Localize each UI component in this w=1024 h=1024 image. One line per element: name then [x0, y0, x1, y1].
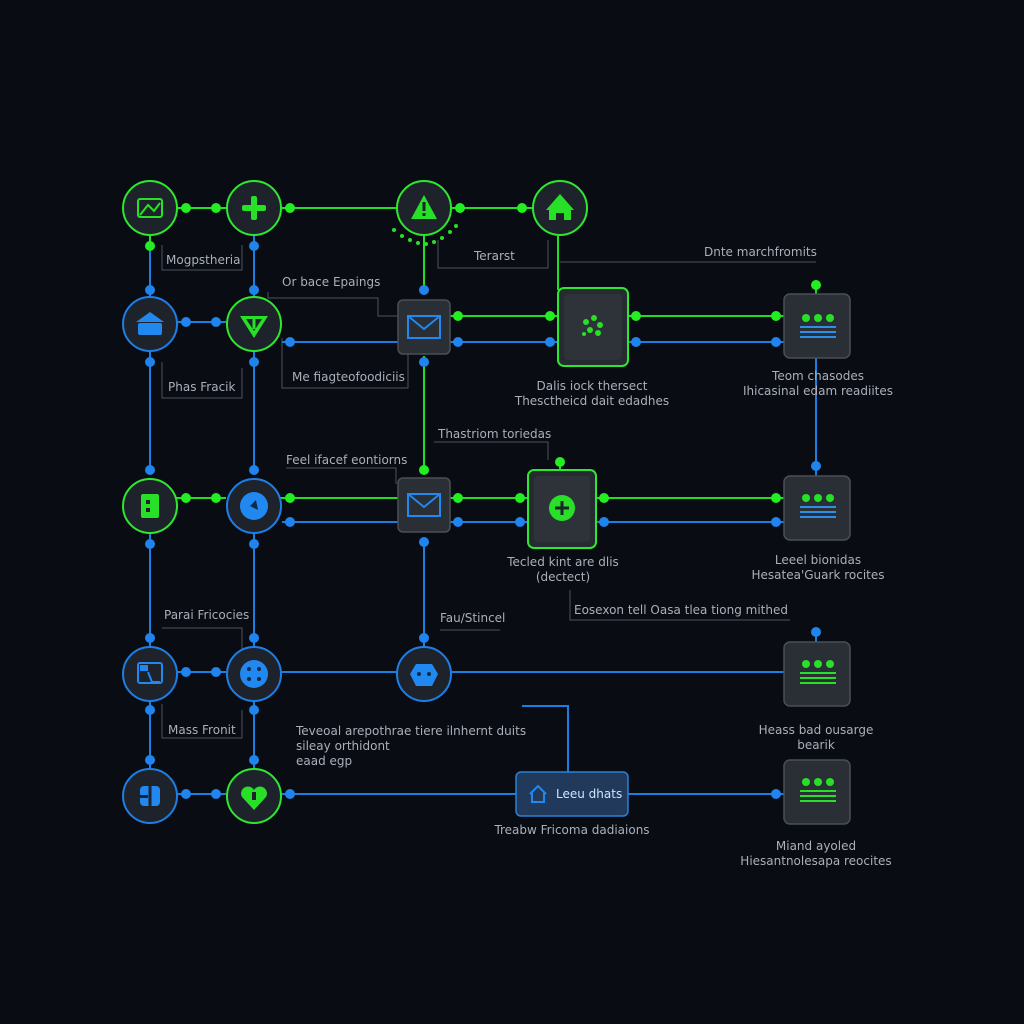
label-eosexon-tell: Eosexon tell Oasa tlea tiong mithed: [574, 603, 788, 617]
leeu-dhats-label: Leeu dhats: [556, 787, 622, 801]
node-mail-2[interactable]: [397, 477, 451, 533]
node-shield[interactable]: [226, 296, 282, 352]
node-grid-dots[interactable]: [226, 646, 282, 702]
label-miand-ayoled: Miand ayoled: [776, 839, 856, 853]
label-beank: bearik: [797, 738, 835, 752]
list-panel-icon: [800, 778, 836, 802]
node-compass[interactable]: [226, 478, 282, 534]
label-hesas-bad: Heass bad ousarge: [759, 723, 874, 737]
node-panel-2[interactable]: [783, 475, 851, 541]
label-thastriom: Thastriom toriedas: [437, 427, 551, 441]
label-ihicasina-edam: Ihicasinal edam readiites: [743, 384, 893, 398]
label-magistheria: Mogpstheria: [166, 253, 241, 267]
label-hesata-guarik: Hesatea'Guark rocites: [752, 568, 885, 582]
label-leed-biondes: Leeel bionidas: [775, 553, 861, 567]
window-icon: [137, 662, 163, 684]
plus-circle-icon: [549, 495, 575, 521]
node-image-alert[interactable]: [122, 180, 178, 236]
bookmark-icon: [140, 786, 160, 806]
label-eaod-egp: eaad egp: [296, 754, 352, 768]
list-panel-icon: [800, 660, 836, 684]
cross-icon: [242, 196, 266, 220]
home-icon: [546, 194, 574, 220]
shield-icon: [240, 316, 268, 338]
label-dectect: (dectect): [536, 570, 590, 584]
node-plus-cross[interactable]: [226, 180, 282, 236]
node-scatter-dots[interactable]: [557, 287, 629, 367]
warning-icon: [411, 195, 437, 219]
label-treabw-fricoma: Treabw Fricoma dadiaions: [493, 823, 649, 837]
label-tecled-kint: Tecled kint are dlis: [506, 555, 619, 569]
compass-icon: [240, 492, 268, 520]
node-inbox[interactable]: [122, 296, 178, 352]
node-heart[interactable]: [226, 768, 282, 824]
envelope-icon: [407, 315, 441, 339]
node-mail-1[interactable]: [397, 299, 451, 355]
label-teveal-arepothrae: Teveoal arepothrae tiere ilnhernt duits: [295, 724, 526, 738]
node-document[interactable]: [122, 478, 178, 534]
envelope-icon: [407, 493, 441, 517]
robot-icon: [410, 664, 438, 686]
landscape-icon: [137, 198, 163, 218]
document-icon: [141, 494, 159, 518]
heart-icon: [241, 786, 267, 810]
inbox-icon: [136, 312, 164, 335]
label-thesche-dais: Thesctheicd dait edadhes: [514, 394, 669, 408]
node-panel-4[interactable]: [783, 759, 851, 825]
label-dnte-marchforms: Dnte marchfromits: [704, 245, 817, 259]
grid-dots-icon: [240, 660, 268, 688]
label-hiesant-nesapa: Hiesantnolesapa reocites: [740, 854, 891, 868]
connector-dots: [145, 203, 821, 799]
node-home[interactable]: [532, 180, 588, 236]
node-window[interactable]: [122, 646, 178, 702]
node-panel-3[interactable]: [783, 641, 851, 707]
label-me-fiagteo: Me fiagteofoodiciis: [292, 370, 405, 384]
leeu-dhats-button[interactable]: Leeu dhats: [515, 771, 629, 817]
warning-sparkle-ring: [392, 224, 458, 246]
label-dalis-iock: Dalis iock thersect: [537, 379, 648, 393]
node-bookmark[interactable]: [122, 768, 178, 824]
list-panel-icon: [800, 494, 836, 518]
callout-leaders: [161, 240, 816, 739]
home-outline-icon: [529, 784, 547, 803]
labels: Mogpstheria Terarst Dnte marchfromits Or…: [164, 245, 893, 868]
label-sileay-orthidont: sileay orthidont: [296, 739, 390, 753]
node-add[interactable]: [527, 469, 597, 549]
label-terarst: Terarst: [473, 249, 515, 263]
label-hass-fronit: Mass Fronit: [168, 723, 236, 737]
node-warning[interactable]: [392, 180, 458, 246]
label-or-bace-epaings: Or bace Epaings: [282, 275, 380, 289]
label-feel-ifaced: Feel ifacef eontiorns: [286, 453, 407, 467]
node-panel-1[interactable]: [783, 293, 851, 359]
label-fau-stincel: Fau/Stincel: [440, 611, 505, 625]
label-phas-frack: Phas Fracik: [168, 380, 236, 394]
dots-cluster-icon: [582, 315, 603, 336]
list-panel-icon: [800, 314, 836, 338]
label-para-fricocies: Parai Fricocies: [164, 608, 249, 622]
node-robot[interactable]: [396, 646, 452, 702]
label-teom-chasodes: Teom chasodes: [771, 369, 864, 383]
